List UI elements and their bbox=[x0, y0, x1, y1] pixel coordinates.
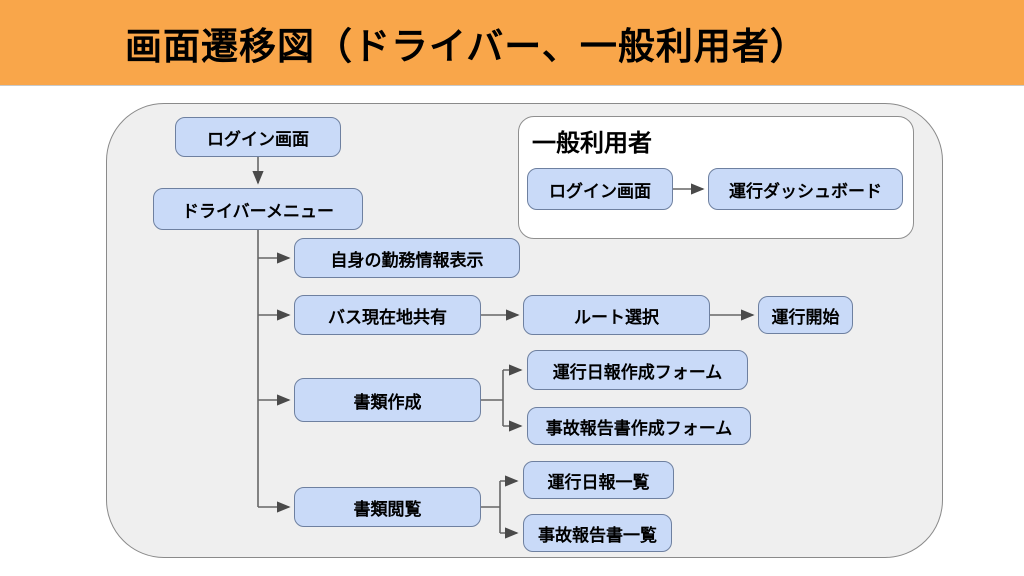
node-own-work-info: 自身の勤務情報表示 bbox=[294, 238, 520, 278]
node-route-select: ルート選択 bbox=[523, 295, 710, 335]
node-user-login-screen: ログイン画面 bbox=[527, 168, 673, 210]
node-driver-menu: ドライバーメニュー bbox=[153, 188, 363, 230]
node-document-view: 書類閲覧 bbox=[294, 487, 481, 527]
page-title: 画面遷移図（ドライバー、一般利用者） bbox=[125, 25, 808, 67]
general-user-panel-title: 一般利用者 bbox=[532, 130, 652, 157]
node-daily-report-list: 運行日報一覧 bbox=[523, 461, 674, 499]
node-start-operation: 運行開始 bbox=[758, 296, 853, 334]
node-daily-report-form: 運行日報作成フォーム bbox=[527, 350, 748, 390]
node-accident-report-list: 事故報告書一覧 bbox=[523, 514, 672, 552]
node-operation-dashboard: 運行ダッシュボード bbox=[708, 168, 903, 210]
node-driver-login-screen: ログイン画面 bbox=[175, 117, 341, 157]
title-bar: 画面遷移図（ドライバー、一般利用者） bbox=[0, 0, 1024, 86]
node-document-create: 書類作成 bbox=[294, 378, 481, 422]
node-bus-location-share: バス現在地共有 bbox=[294, 295, 481, 335]
node-accident-report-form: 事故報告書作成フォーム bbox=[527, 407, 751, 445]
